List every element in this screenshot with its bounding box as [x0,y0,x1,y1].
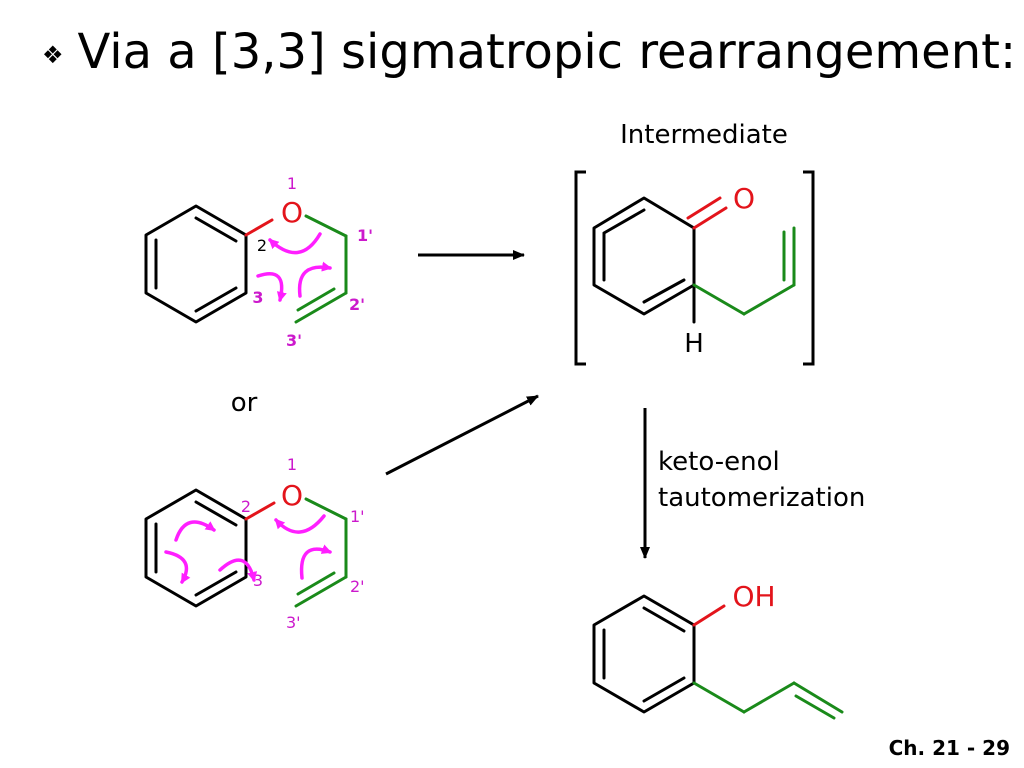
benzene-ring-bottom [144,488,248,608]
oxygen-atom: O [281,196,303,229]
allyl-chain-intermediate [692,226,796,316]
benzene-ring-product [592,594,696,714]
position-1p-label: 1' [357,226,373,245]
c2p-c3p-double-bond [296,571,336,596]
intermediate-structure: O H [592,182,796,359]
left-bracket [574,170,586,366]
c2p-c3p-bond [294,291,348,324]
position-3p-label: 3' [286,613,301,632]
hydrogen-atom: H [684,329,704,359]
c2-o-bond [244,501,276,521]
or-label: or [231,388,258,418]
carbonyl-oxygen: O [733,182,755,215]
right-bracket [803,170,815,366]
c-oh-bond [692,604,726,627]
reaction-arrow-diagonal [385,394,539,476]
position-3p-label: 3' [286,331,302,350]
c2-o-bond [244,218,274,237]
diamond-bullet-icon: ❖ [42,41,64,69]
curved-arrow-icon [174,520,216,542]
c2p-c3p-double-bond [296,287,336,312]
o-c1p-bond [304,497,348,521]
curved-arrow-icon [268,232,322,255]
carbonyl-bond [692,206,728,230]
curved-arrows-bottom [164,514,332,584]
c2p-c3p-bond [294,575,348,608]
position-2-label: 2 [241,497,251,516]
position-1-label: 1 [287,455,297,474]
slide-title-text: Via a [3,3] sigmatropic rearrangement: [77,24,1017,80]
keto-enol-label: keto-enol [658,447,780,477]
curved-arrow-icon [299,544,332,580]
cyclohexadienone-ring [592,196,696,316]
position-3-label: 3 [253,571,263,590]
hydroxyl-group: OH [732,580,775,613]
curved-arrow-icon [274,514,326,534]
position-1-label: 1 [287,174,297,193]
product-structure: OH [592,580,844,720]
benzene-ring-top [144,204,248,324]
slide-number: Ch. 21 - 29 [888,736,1010,760]
curved-arrow-icon [297,261,332,298]
oxygen-atom: O [281,479,303,512]
position-2-label: 2 [257,236,267,255]
position-2p-label: 2' [349,295,365,314]
carbonyl-double-bond [686,196,722,220]
position-1p-label: 1' [350,507,365,526]
slide-title: ❖ Via a [3,3] sigmatropic rearrangement: [42,28,1016,76]
intermediate-label: Intermediate [620,120,788,150]
curved-arrow-icon [218,558,258,582]
intermediate-brackets [574,170,815,366]
position-3-label: 3 [252,288,263,307]
curved-arrows-top [256,232,332,302]
bottom-reactant: O 1 2 3 1' 2' 3' [144,455,365,632]
top-reactant: O 1 2 3 1' 2' 3' [144,174,373,350]
o-c1p-bond [304,214,348,238]
tautomerization-label: tautomerization [658,483,865,513]
curved-arrow-icon [164,550,191,584]
allyl-chain-product [692,681,844,720]
curved-arrow-icon [256,272,287,302]
position-2p-label: 2' [350,577,365,596]
